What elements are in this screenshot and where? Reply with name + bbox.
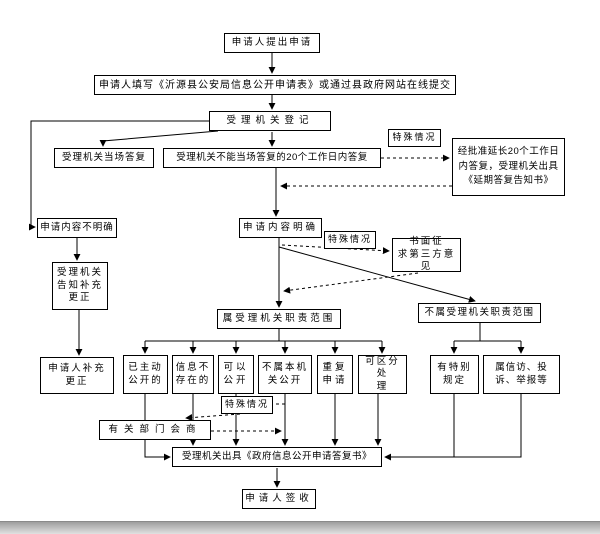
note-special-case-2: 特殊情况 <box>324 231 376 249</box>
node-already-disclosed: 已主动 公开的 <box>123 355 168 394</box>
node-info-not-exist: 信息不 存在的 <box>172 355 214 394</box>
node-not-this-authority: 不属本机 关公开 <box>258 355 312 394</box>
node-inform-supplement: 受理机关 告知补充 更正 <box>52 262 108 310</box>
node-petition-complaint: 属信访、投 诉、举报等 <box>483 355 560 394</box>
window-bottom-bar <box>0 521 600 534</box>
node-extend-20-days: 经批准延长20个工作日 内答复，受理机关出具 《延期答复告知书》 <box>452 138 565 196</box>
node-authority-register: 受理机关登记 <box>209 111 331 131</box>
node-applicant-supplement: 申请人补充 更正 <box>40 357 114 394</box>
node-department-consult: 有关部门会商 <box>99 420 211 440</box>
node-content-unclear: 申请内容不明确 <box>37 218 117 238</box>
node-reply-on-spot: 受理机关当场答复 <box>54 148 154 168</box>
node-separable-handling: 可区分处 理 <box>358 355 407 394</box>
node-reply-within-20-days: 受理机关不能当场答复的20个工作日内答复 <box>163 148 381 168</box>
note-special-case-3: 特殊情况 <box>221 396 273 414</box>
node-repeat-application: 重复 申请 <box>317 355 353 394</box>
node-applicant-sign: 申请人签收 <box>242 489 316 509</box>
node-applicant-submit: 申请人提出申请 <box>224 33 320 53</box>
note-special-case-1: 特殊情况 <box>388 129 441 147</box>
node-fill-application-form: 申请人填写《沂源县公安局信息公开申请表》或通过县政府网站在线提交 <box>94 75 456 95</box>
node-third-party-opinion: 书面征 求第三方意见 <box>392 236 461 272</box>
node-issue-reply-letter: 受理机关出具《政府信息公开申请答复书》 <box>172 447 382 467</box>
node-special-provisions: 有特别 规定 <box>430 355 479 394</box>
node-outside-scope: 不属受理机关职责范围 <box>418 303 541 323</box>
node-content-clear: 申请内容明确 <box>239 218 322 238</box>
node-can-disclose: 可以 公开 <box>218 355 254 394</box>
node-within-scope: 属受理机关职责范围 <box>217 309 341 329</box>
